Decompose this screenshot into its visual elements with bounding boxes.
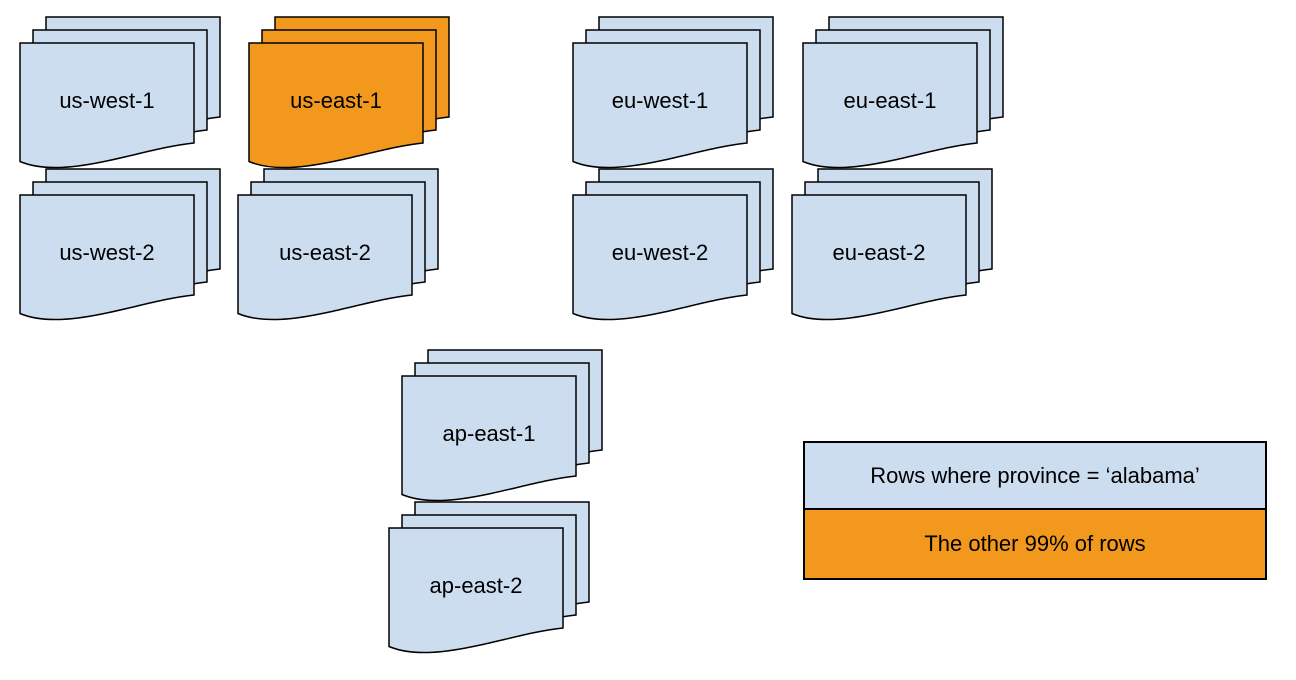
region-stack-ap-east-2: ap-east-2 <box>388 501 591 659</box>
document-stack-icon <box>791 168 993 321</box>
doc-page-front <box>237 194 413 321</box>
legend-item-alabama-rows: Rows where province = ‘alabama’ <box>803 441 1267 510</box>
document-stack-icon <box>401 349 603 502</box>
doc-page-front <box>802 42 978 169</box>
doc-page-front <box>388 527 564 654</box>
region-stack-us-east-2: us-east-2 <box>237 168 440 326</box>
document-stack-icon <box>248 16 450 169</box>
document-stack-icon <box>388 501 590 654</box>
legend-item-label: The other 99% of rows <box>924 531 1146 556</box>
document-stack-icon <box>572 168 774 321</box>
region-stack-us-east-1: us-east-1 <box>248 16 451 174</box>
region-stack-us-west-1: us-west-1 <box>19 16 222 174</box>
region-stack-eu-west-1: eu-west-1 <box>572 16 775 174</box>
region-stack-eu-east-1: eu-east-1 <box>802 16 1005 174</box>
doc-page-front <box>248 42 424 169</box>
region-stack-eu-west-2: eu-west-2 <box>572 168 775 326</box>
legend: Rows where province = ‘alabama’ The othe… <box>803 441 1267 580</box>
region-stack-us-west-2: us-west-2 <box>19 168 222 326</box>
doc-page-front <box>401 375 577 502</box>
doc-page-front <box>572 194 748 321</box>
doc-page-front <box>572 42 748 169</box>
document-stack-icon <box>19 168 221 321</box>
document-stack-icon <box>237 168 439 321</box>
document-stack-icon <box>19 16 221 169</box>
legend-item-label: Rows where province = ‘alabama’ <box>870 462 1200 488</box>
region-stack-eu-east-2: eu-east-2 <box>791 168 994 326</box>
doc-page-front <box>791 194 967 321</box>
region-stack-ap-east-1: ap-east-1 <box>401 349 604 507</box>
doc-page-front <box>19 42 195 169</box>
legend-item-other-rows: The other 99% of rows <box>803 508 1267 580</box>
document-stack-icon <box>802 16 1004 169</box>
document-stack-icon <box>572 16 774 169</box>
doc-page-front <box>19 194 195 321</box>
